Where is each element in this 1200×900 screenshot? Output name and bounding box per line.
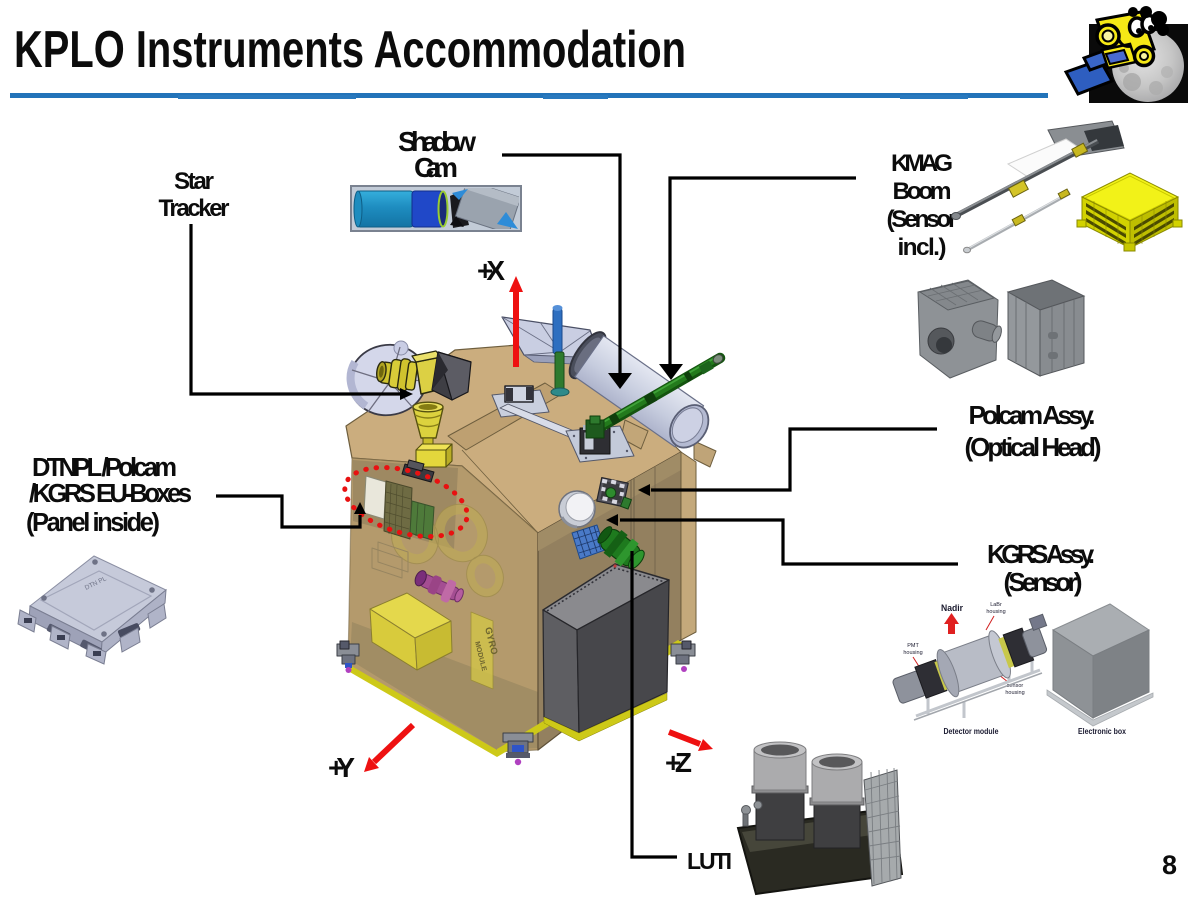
svg-text:LaBr: LaBr [990,602,1002,608]
svg-text:Polcam Assy.: Polcam Assy. [969,400,1096,430]
svg-text:Star: Star [174,168,214,195]
svg-text:(Sensor: (Sensor [887,206,958,233]
svg-text:8: 8 [1162,850,1177,880]
svg-text:Cam: Cam [414,152,458,183]
svg-text:Tracker: Tracker [159,195,230,222]
svg-text:KGRS Assy.: KGRS Assy. [987,539,1095,569]
svg-text:Electronic box: Electronic box [1078,726,1126,736]
svg-text:Nadir: Nadir [941,603,963,613]
svg-text:+Z: +Z [665,747,692,778]
svg-text:Detector module: Detector module [944,726,999,736]
svg-text:sensor: sensor [1007,683,1024,689]
svg-text:housing: housing [986,609,1005,615]
svg-text:+X: +X [477,255,505,286]
svg-text:incl.): incl.) [898,234,947,261]
svg-text:Shadow: Shadow [398,126,476,157]
svg-text:KMAG: KMAG [891,150,953,177]
svg-text:PMT: PMT [907,643,919,649]
svg-text:housing: housing [1005,690,1024,696]
svg-text:LUTI: LUTI [687,848,732,874]
svg-text:KPLO Instruments Accommodation: KPLO Instruments Accommodation [14,21,686,79]
svg-text:(Sensor): (Sensor) [1004,567,1083,597]
svg-text:DTNPL /Polcam: DTNPL /Polcam [32,454,177,482]
svg-text:(Optical Head): (Optical Head) [965,432,1102,462]
svg-text:housing: housing [903,650,922,656]
svg-text:/KGRS EU-Boxes: /KGRS EU-Boxes [29,480,192,508]
svg-text:(Panel inside): (Panel inside) [26,509,160,537]
svg-text:Boom: Boom [893,178,952,205]
svg-text:+Y: +Y [328,752,355,783]
